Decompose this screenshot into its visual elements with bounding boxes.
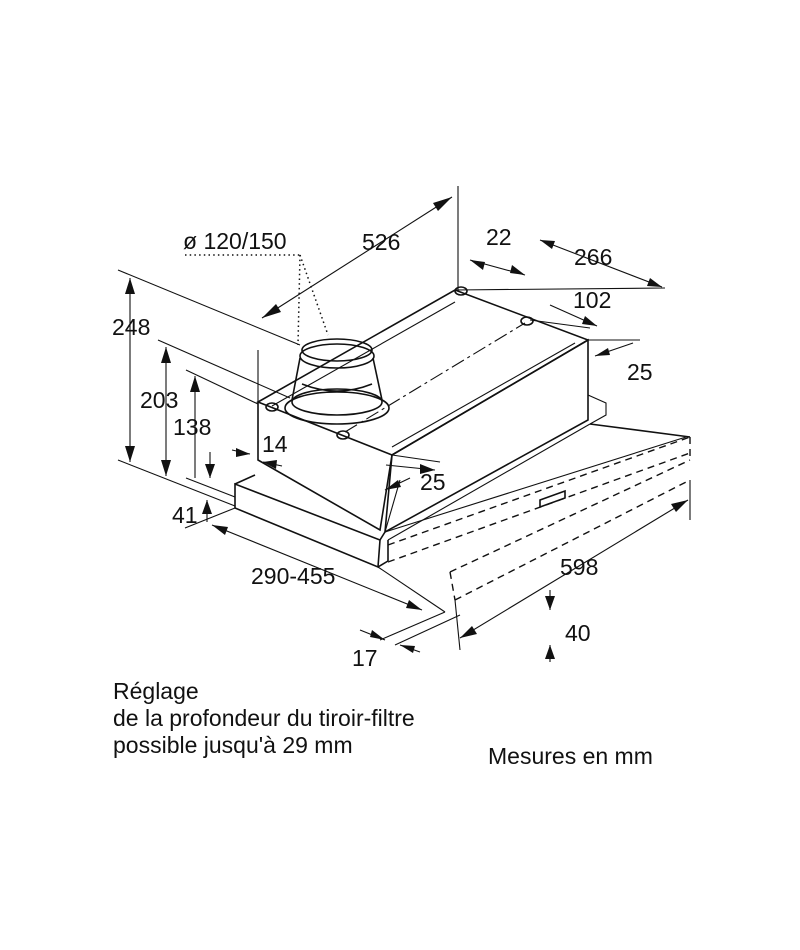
- hood-back-step: [587, 394, 607, 425]
- label-203: 203: [140, 387, 178, 413]
- hood-front-face: [384, 338, 589, 534]
- diameter-leader: [185, 254, 329, 346]
- label-138: 138: [173, 414, 211, 440]
- hood-top-face: [256, 289, 590, 456]
- label-25-front: 25: [420, 469, 446, 495]
- extension-lines: [117, 186, 691, 651]
- adjustment-note: Réglage de la profondeur du tiroir-filtr…: [113, 678, 415, 759]
- label-40: 40: [565, 620, 591, 646]
- drawer-front-lip: [234, 482, 381, 569]
- drawer-handle: [539, 489, 566, 509]
- label-14: 14: [262, 431, 288, 457]
- exhaust-collar: [284, 338, 390, 425]
- dimension-labels: ø 120/150 526 22 266 102 25 248 203 138 …: [112, 224, 653, 671]
- label-diameter: ø 120/150: [183, 228, 287, 254]
- label-25-right: 25: [627, 359, 653, 385]
- label-41: 41: [172, 502, 198, 528]
- hood-left-face: [257, 402, 393, 532]
- drawer-extended-outline: [387, 436, 691, 546]
- label-266: 266: [574, 244, 612, 270]
- label-102: 102: [573, 287, 611, 313]
- filter-drawer: [234, 423, 691, 601]
- label-290-455: 290-455: [251, 563, 335, 589]
- mounting-holes: [265, 286, 534, 440]
- label-598: 598: [560, 554, 598, 580]
- center-axis-line: [344, 322, 526, 433]
- adjustment-note-line-2: de la profondeur du tiroir-filtre: [113, 705, 415, 731]
- dimension-lines: [125, 196, 689, 662]
- label-22: 22: [486, 224, 512, 250]
- label-17: 17: [352, 645, 378, 671]
- label-526: 526: [362, 229, 400, 255]
- units-note: Mesures en mm: [488, 743, 653, 769]
- adjustment-note-line-1: Réglage: [113, 678, 199, 704]
- adjustment-note-line-3: possible jusqu'à 29 mm: [113, 732, 353, 758]
- label-248: 248: [112, 314, 150, 340]
